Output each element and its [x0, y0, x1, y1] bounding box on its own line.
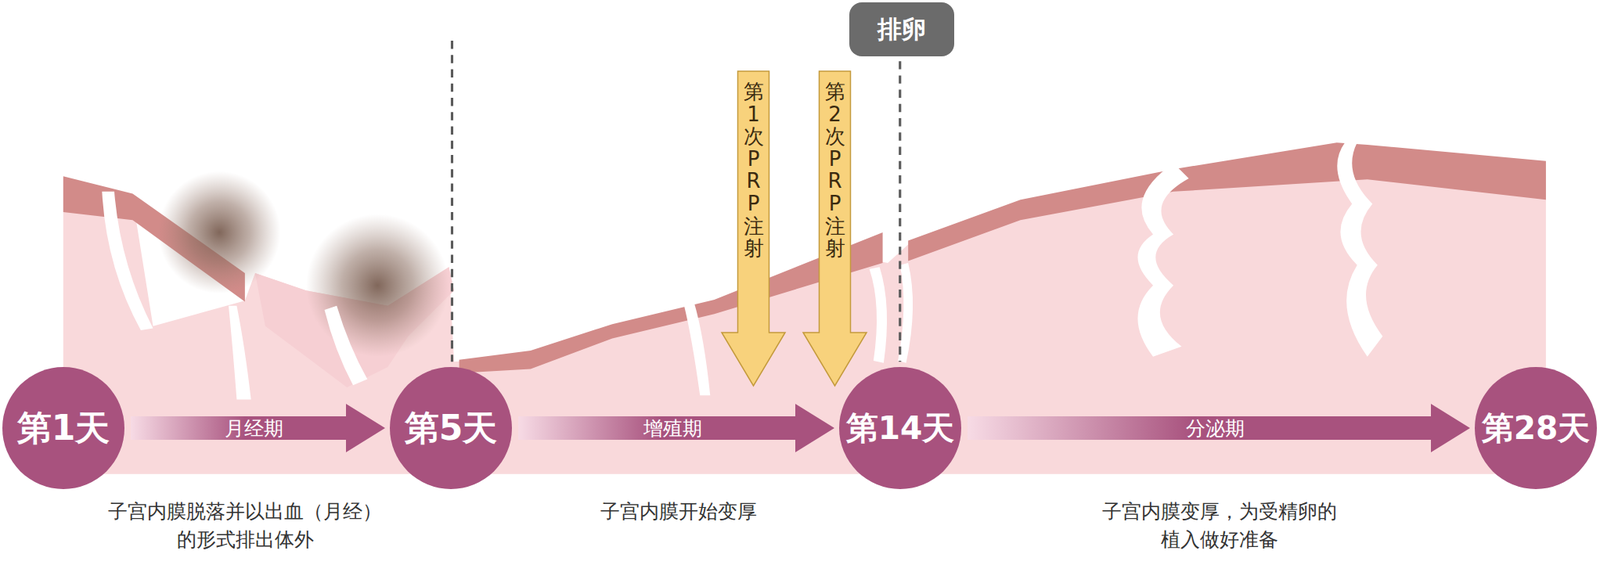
- event-tag: 排卵: [849, 2, 955, 57]
- endometrium-base: [63, 154, 1546, 475]
- phase-arrow: [518, 403, 835, 453]
- injection-arrow: 第1次PRP注射: [720, 71, 786, 387]
- blood-shadow: [306, 214, 449, 357]
- day-label: 第28天: [1481, 412, 1591, 445]
- phase-description: 子宫内膜开始变厚: [561, 497, 797, 527]
- phase-description: 子宫内膜变厚，为受精卵的 植入做好准备: [1093, 497, 1346, 555]
- phase-label: 分泌期: [1185, 418, 1245, 439]
- day-circle: 第1天: [2, 367, 125, 490]
- day-circle: 第28天: [1474, 367, 1597, 490]
- injection-label: 第1次PRP注射: [743, 80, 764, 260]
- injection-label: 第2次PRP注射: [825, 80, 846, 260]
- phase-arrow: [130, 403, 386, 453]
- day-label: 第5天: [404, 410, 498, 446]
- phase-description: 子宫内膜脱落并以出血（月经） 的形式排出体外: [99, 497, 391, 555]
- phase-divider: [898, 61, 901, 362]
- day-label: 第14天: [846, 412, 955, 445]
- phase-arrow: [967, 403, 1471, 453]
- event-label: 排卵: [877, 17, 927, 42]
- day-circle: 第5天: [389, 367, 512, 490]
- blood-shadow: [158, 171, 281, 294]
- day-label: 第1天: [17, 410, 111, 446]
- functional-layer: [908, 142, 1546, 261]
- day-circle: 第14天: [839, 367, 962, 490]
- injection-arrow: 第2次PRP注射: [802, 71, 868, 387]
- phase-divider: [450, 40, 454, 362]
- phase-label: 增殖期: [643, 418, 703, 439]
- phase-label: 月经期: [224, 418, 284, 439]
